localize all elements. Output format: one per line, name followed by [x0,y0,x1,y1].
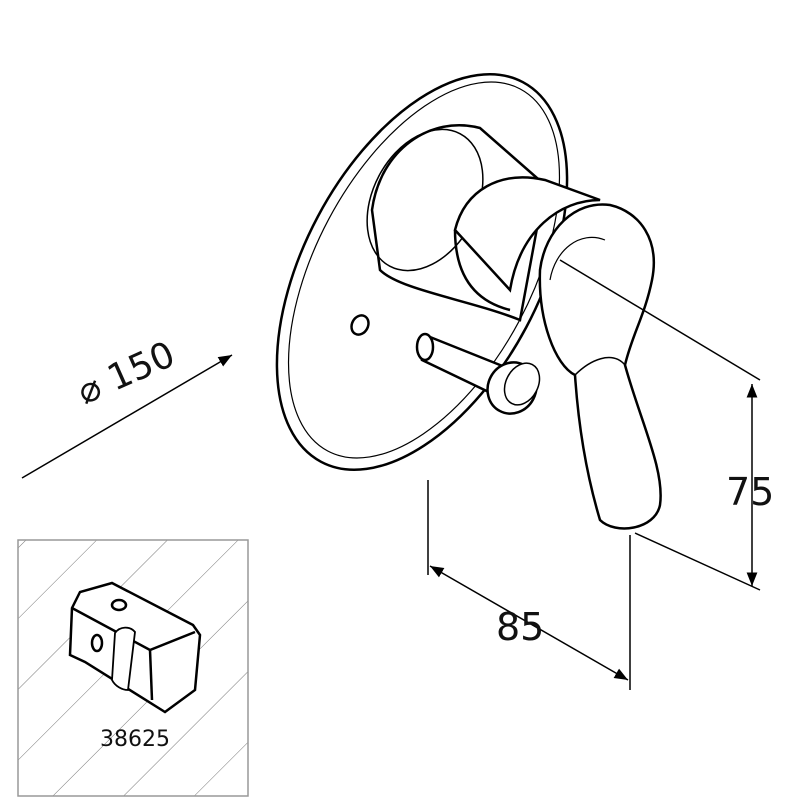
inset-panel [17,539,249,797]
dimension-depth [427,480,631,690]
dimension-height [559,259,761,591]
diverter-knob [415,332,541,415]
height-label: 75 [726,470,775,514]
cartridge-part-illustration [68,581,202,714]
valve-body [366,124,601,322]
screw-hole [350,314,370,336]
lever-handle [538,203,662,530]
depth-label: 85 [496,605,545,649]
dimension-diameter [21,354,233,479]
part-number-label: 38625 [100,727,170,752]
